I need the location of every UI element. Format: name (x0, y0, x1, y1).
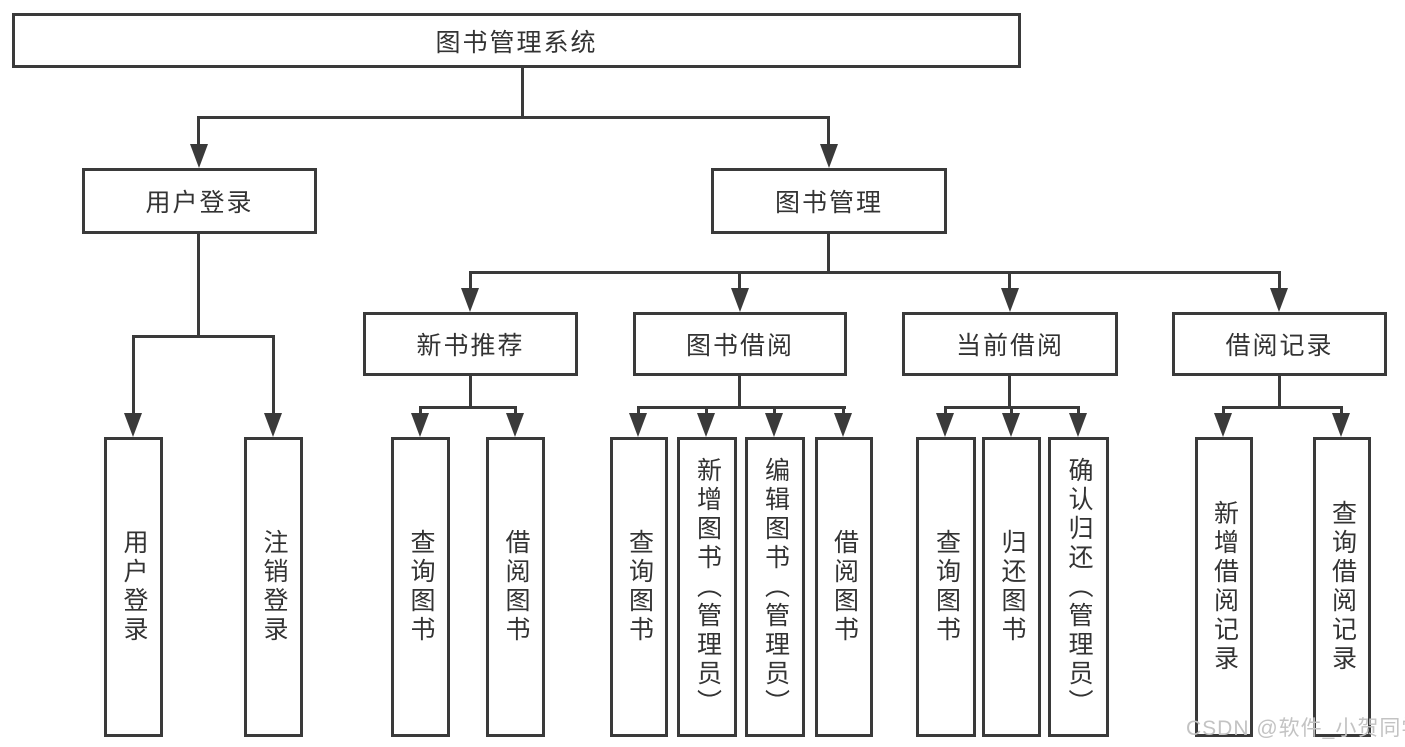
leaf-nb-query-books-label: 查询图书 (407, 529, 435, 645)
arrow-down-icon (834, 413, 852, 437)
connector-stem-borrow-records (1278, 374, 1281, 409)
connector-drop-logout (272, 335, 275, 415)
arrow-down-icon (936, 413, 954, 437)
leaf-rec-query-record: 查询借阅记录 (1313, 437, 1371, 737)
node-user-login: 用户登录 (82, 168, 317, 234)
connector-drop-rec-query (1340, 406, 1343, 416)
csdn-watermark: CSDN @软件_小贺同学 (1186, 717, 1405, 740)
connector-drop-current-borrow (1008, 271, 1011, 291)
connector-drop-user-login (197, 116, 200, 148)
node-user-login-label: 用户登录 (145, 189, 254, 217)
arrow-down-icon (820, 144, 838, 168)
leaf-cur-return-books-label: 归还图书 (998, 529, 1026, 645)
connector-drop-nb-borrow (514, 406, 517, 416)
connector-drop-cur-query (944, 406, 947, 416)
connector-drop-book-borrow (738, 271, 741, 291)
leaf-bw-query-books: 查询图书 (610, 437, 668, 737)
arrow-down-icon (765, 413, 783, 437)
connector-rail-book-borrow (637, 406, 846, 409)
connector-rail-user-login (132, 335, 275, 338)
node-borrow-records-label: 借阅记录 (1225, 332, 1334, 360)
connector-stem-book-management (827, 232, 830, 274)
node-current-borrow-label: 当前借阅 (955, 332, 1064, 360)
connector-drop-book-management (827, 116, 830, 148)
leaf-cur-confirm-return-admin: 确认归还（管理员） (1048, 437, 1109, 737)
leaf-logout: 注销登录 (244, 437, 303, 737)
arrow-down-icon (264, 413, 282, 437)
connector-drop-bw-edit (773, 406, 776, 416)
connector-rail-borrow-records (1222, 406, 1343, 409)
node-new-book-recommend: 新书推荐 (363, 312, 578, 376)
node-root-label: 图书管理系统 (435, 28, 598, 57)
leaf-cur-query-books-label: 查询图书 (932, 529, 961, 645)
connector-stem-root (521, 66, 524, 119)
leaf-rec-add-record: 新增借阅记录 (1195, 437, 1253, 737)
connector-rail-root (197, 116, 830, 119)
node-book-borrow: 图书借阅 (633, 312, 847, 376)
connector-drop-bw-add (705, 406, 708, 416)
node-borrow-records: 借阅记录 (1172, 312, 1387, 376)
connector-drop-new-book (469, 271, 472, 291)
node-book-management: 图书管理 (711, 168, 947, 234)
leaf-bw-edit-books-admin-label: 编辑图书（管理员） (761, 456, 790, 718)
leaf-cur-confirm-return-admin-label: 确认归还（管理员） (1065, 456, 1093, 718)
connector-drop-rec-add (1222, 406, 1225, 416)
arrow-down-icon (629, 413, 647, 437)
arrow-down-icon (124, 413, 142, 437)
leaf-nb-query-books: 查询图书 (391, 437, 450, 737)
connector-drop-cur-confirm (1077, 406, 1080, 416)
connector-rail-new-book (419, 406, 517, 409)
leaf-user-login-label: 用户登录 (120, 529, 148, 645)
node-current-borrow: 当前借阅 (902, 312, 1118, 376)
connector-drop-borrow-records (1278, 271, 1281, 291)
node-root: 图书管理系统 (12, 13, 1021, 68)
arrow-down-icon (697, 413, 715, 437)
connector-drop-cur-return (1010, 406, 1013, 416)
leaf-nb-borrow-books: 借阅图书 (486, 437, 545, 737)
arrow-down-icon (1332, 413, 1350, 437)
leaf-bw-add-books-admin: 新增图书（管理员） (677, 437, 737, 737)
arrow-down-icon (1001, 288, 1019, 312)
arrow-down-icon (1214, 413, 1232, 437)
leaf-nb-borrow-books-label: 借阅图书 (502, 529, 530, 645)
arrow-down-icon (1270, 288, 1288, 312)
connector-drop-nb-query (419, 406, 422, 416)
arrow-down-icon (461, 288, 479, 312)
leaf-bw-edit-books-admin: 编辑图书（管理员） (745, 437, 805, 737)
arrow-down-icon (1002, 413, 1020, 437)
leaf-logout-label: 注销登录 (260, 529, 288, 645)
connector-stem-user-login (197, 232, 200, 338)
connector-rail-book-management (469, 271, 1281, 274)
leaf-bw-borrow-books-label: 借阅图书 (830, 529, 859, 645)
connector-drop-bw-query (637, 406, 640, 416)
leaf-rec-add-record-label: 新增借阅记录 (1210, 500, 1239, 674)
leaf-rec-query-record-label: 查询借阅记录 (1328, 500, 1357, 674)
leaf-cur-return-books: 归还图书 (982, 437, 1041, 737)
node-book-borrow-label: 图书借阅 (685, 332, 794, 360)
connector-stem-new-book (469, 374, 472, 409)
arrow-down-icon (1069, 413, 1087, 437)
leaf-user-login: 用户登录 (104, 437, 163, 737)
connector-drop-login (132, 335, 135, 415)
connector-stem-book-borrow (738, 374, 741, 409)
arrow-down-icon (506, 413, 524, 437)
arrow-down-icon (411, 413, 429, 437)
leaf-cur-query-books: 查询图书 (916, 437, 976, 737)
connector-stem-current-borrow (1008, 374, 1011, 409)
node-new-book-recommend-label: 新书推荐 (416, 332, 525, 360)
arrow-down-icon (731, 288, 749, 312)
connector-drop-bw-borrow (842, 406, 845, 416)
node-book-management-label: 图书管理 (774, 189, 883, 217)
arrow-down-icon (190, 144, 208, 168)
leaf-bw-add-books-admin-label: 新增图书（管理员） (693, 456, 722, 718)
leaf-bw-query-books-label: 查询图书 (625, 529, 654, 645)
leaf-bw-borrow-books: 借阅图书 (815, 437, 873, 737)
